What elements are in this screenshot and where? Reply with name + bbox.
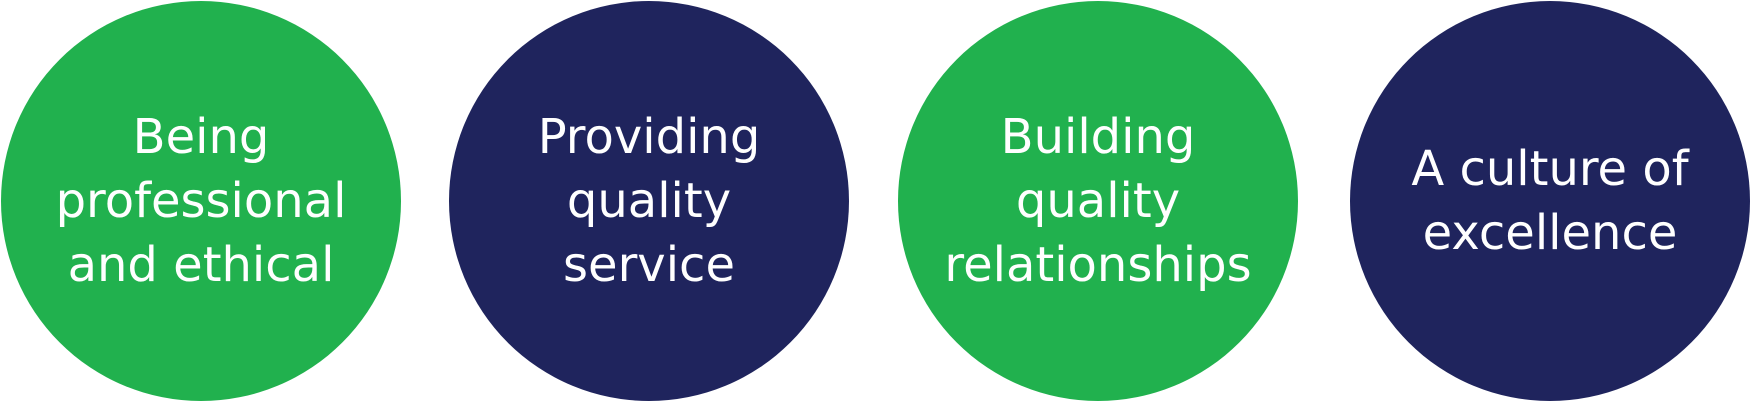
value-label-line: quality [1015,173,1181,229]
value-circle-professional-ethical: Being professional and ethical [1,1,401,401]
value-label-line: relationships [944,237,1252,293]
value-label-line: and ethical [67,237,335,293]
value-circle-culture-excellence: A culture of excellence [1350,1,1750,401]
value-label-line: A culture of [1411,141,1689,197]
value-label-line: professional [55,173,347,229]
value-label-line: excellence [1422,205,1678,261]
value-label: Building quality relationships [944,105,1251,297]
value-label-line: Building [1000,109,1196,165]
value-label: A culture of excellence [1411,137,1688,265]
value-label: Being professional and ethical [56,105,347,297]
value-label-line: Providing [537,109,761,165]
value-circle-quality-service: Providing quality service [449,1,849,401]
value-label-line: Being [132,109,270,165]
value-label: Providing quality service [538,105,761,297]
value-circle-quality-relationships: Building quality relationships [898,1,1298,401]
value-label-line: quality [566,173,732,229]
value-label-line: service [563,237,735,293]
